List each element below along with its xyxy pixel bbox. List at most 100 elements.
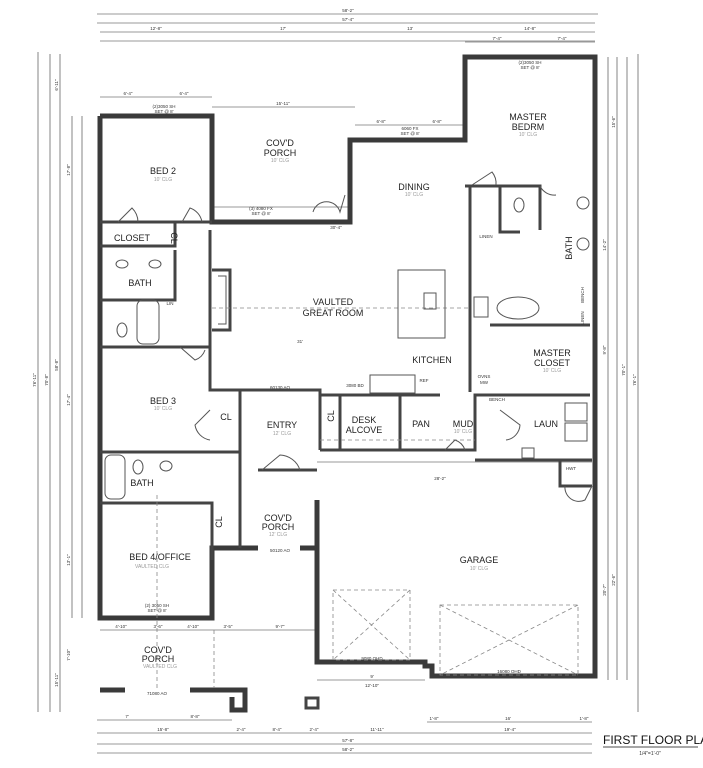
door-note: 3080 BD (346, 383, 364, 388)
plan-title: FIRST FLOOR PLAN (603, 733, 703, 747)
dim-label: 8'-8" (191, 714, 200, 719)
room-bath-2: BATH (128, 278, 151, 288)
door[interactable] (564, 485, 593, 502)
room-label-line2: BEDRM (512, 122, 545, 132)
window-note: SET @ 8' (400, 131, 419, 136)
sink-icon (115, 259, 129, 269)
ceiling-note: 10' CLG (154, 177, 172, 183)
door[interactable] (471, 171, 497, 186)
door[interactable] (312, 194, 346, 214)
linen-note: LINEN (580, 311, 585, 324)
window-note: 50120 AO (270, 548, 291, 553)
room-closet: CLOSET (114, 233, 151, 243)
door[interactable] (117, 207, 139, 223)
room-garage: GARAGE (460, 555, 499, 565)
dim-label: 17'-8" (66, 164, 71, 176)
window-note: SET @ 8' (154, 109, 173, 114)
dim-label: 2'-4" (237, 727, 246, 732)
plan-scale: 1/4"=1'-0" (639, 751, 661, 757)
dim-label: 2'-4" (310, 727, 319, 732)
dim-label: 1'-8" (430, 716, 439, 721)
window-note: SET @ 8' (520, 65, 539, 70)
ceiling-note: 12' CLG (269, 532, 287, 538)
ceiling-note: 10' CLG (405, 192, 423, 198)
notes: (2)3050 SH SET @ 8' (3) 4080 FX SET @ 8'… (145, 60, 585, 696)
door[interactable] (181, 207, 203, 223)
linen-note: LIN (166, 301, 173, 306)
oven-note: OVNS (478, 374, 491, 379)
ceiling-note: 12' CLG (273, 431, 291, 437)
garage-door-note: 9080 OHD (361, 656, 383, 661)
room-great-room: VAULTED (313, 297, 354, 307)
dim-label: 14'-2" (602, 239, 607, 251)
dim-label: 7'-10" (66, 649, 71, 661)
dim-label: 31' (297, 339, 303, 344)
room-kitchen: KITCHEN (412, 355, 452, 365)
dim-label: 6'-4" (180, 91, 189, 96)
dim-overall-width-2: 57'-4" (342, 17, 354, 22)
laundry-sink-icon (521, 447, 535, 459)
dim-label: 8'-4" (273, 727, 282, 732)
dim-label: 1'-8" (580, 716, 589, 721)
ceiling-note: 10' CLG (543, 368, 561, 374)
room-label-line2: ALCOVE (346, 425, 383, 435)
dim-label: 3'-5" (224, 624, 233, 629)
linen-note: LINEN (479, 234, 492, 239)
dim-label: 6'-8" (433, 119, 442, 124)
room-covd-porch-top: COV'D (266, 138, 294, 148)
dim-label: 58'-2" (342, 747, 354, 752)
door[interactable] (444, 439, 466, 451)
dim-label: 57'-8" (342, 738, 354, 743)
kitchen-sink-icon (423, 292, 437, 310)
toilet-icon (513, 197, 525, 213)
dim-label: 14'-8" (524, 26, 536, 31)
doors (117, 171, 593, 502)
room-bed-4-office: BED 4/OFFICE (129, 552, 191, 562)
door[interactable] (179, 346, 206, 361)
dim-label: 70'-1" (621, 364, 626, 376)
dim-label: 6'-4" (124, 91, 133, 96)
dim-label: 13' (407, 26, 413, 31)
door[interactable] (539, 185, 557, 196)
dim-label: 3'-6" (154, 624, 163, 629)
ceiling-note: 10' CLG (154, 406, 172, 412)
right-dimensions: 76'-1" 70'-1" 15'-6" 14'-2" 9'-8" 22'-6"… (602, 54, 639, 712)
dim-label: 6'-8" (377, 119, 386, 124)
dim-label: 6'-11" (54, 79, 59, 91)
dim-label: 30'-4" (330, 225, 342, 230)
microwave-note: MW (480, 380, 489, 385)
door[interactable] (499, 409, 521, 441)
door[interactable] (194, 409, 211, 441)
range-icon (473, 296, 489, 318)
window-note: (2) 3050 SH (145, 603, 169, 608)
window-note: SET @ 8' (147, 608, 166, 613)
dim-label: 20'-7" (602, 584, 607, 596)
window-note: 60130 AO (270, 385, 291, 390)
room-bath-3: BATH (130, 478, 153, 488)
counter (369, 374, 416, 394)
dryer-icon (564, 422, 588, 442)
room-master-bedrm: MASTER (509, 112, 547, 122)
dim-label: 70'-8" (44, 374, 49, 386)
window-note: (2)3050 SH (152, 104, 175, 109)
dim-label: 17'-4" (66, 394, 71, 406)
toilet-icon (132, 459, 144, 475)
dim-label: 9'-8" (602, 345, 607, 354)
bench-note: BENCH (489, 397, 505, 402)
room-master-closet: MASTER (533, 348, 571, 358)
room-dining: DINING (398, 182, 430, 192)
ceiling-note: 10' CLG (454, 429, 472, 435)
sink-icon (148, 259, 162, 269)
dim-label: 4'-10" (187, 624, 199, 629)
window-note: 6060 FX (401, 126, 418, 131)
dim-label: 12'-10" (365, 683, 379, 688)
ceiling-note: VAULTED CLG (135, 564, 169, 570)
dim-label: 15'-8" (157, 727, 169, 732)
room-labels: BED 2 10' CLG COV'D PORCH 10' CLG DINING… (114, 112, 574, 670)
room-covd-porch-front: COV'D (144, 645, 172, 655)
door[interactable] (261, 454, 301, 471)
dashed-lines (156, 307, 579, 690)
ceiling-note: 10' CLG (470, 566, 488, 572)
room-covd-porch-entry: COV'D (264, 513, 292, 523)
